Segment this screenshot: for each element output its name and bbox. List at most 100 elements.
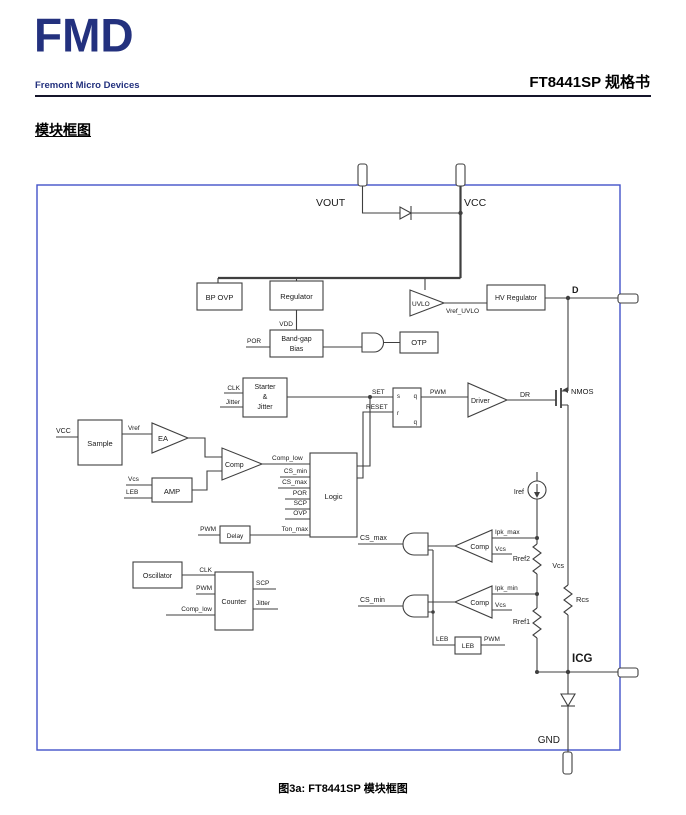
logic-label: Logic — [325, 492, 343, 501]
icg-label: ICG — [572, 653, 593, 665]
block-amp: AMP — [151, 477, 193, 503]
section-title: 模块框图 — [35, 122, 91, 138]
por-in-label: POR — [293, 490, 307, 497]
delay-label: Delay — [227, 533, 244, 540]
pwm-delay-label: PWM — [200, 526, 216, 533]
pin-vout — [357, 163, 368, 187]
block-counter: Counter — [214, 571, 254, 631]
comp-low-counter-label: Comp_low — [181, 606, 212, 613]
junction-dot — [431, 610, 435, 614]
junction-dot — [458, 210, 463, 216]
current-arrow-head — [534, 492, 540, 498]
junction-dot — [535, 670, 539, 674]
junction-dot — [535, 536, 539, 540]
current-source-iref: Iref — [514, 480, 547, 500]
ff-q-label: q — [414, 394, 417, 400]
pin-vcc — [455, 163, 466, 187]
junction-dot — [535, 592, 539, 596]
ff-r-label: r — [397, 411, 399, 417]
resistor-rcs — [563, 584, 573, 616]
rref2-label: Rref2 — [513, 556, 530, 563]
blocks: BP OVP Regulator Band-gap Bias OTP HV Re… — [77, 280, 546, 655]
diode-bottom — [560, 693, 576, 708]
block-bp-ovp: BP OVP — [196, 282, 243, 311]
vcs-comp-top-label: Vcs — [495, 546, 507, 553]
comp-low-label: Comp_low — [272, 455, 303, 462]
bp-ovp-label: BP OVP — [206, 293, 234, 302]
cs-min-gate-icon — [402, 594, 429, 618]
ipk-max-label: Ipk_max — [495, 529, 520, 536]
doc-title: FT8441SP 规格书 — [529, 74, 650, 91]
cs-max-out-label: CS_max — [360, 535, 387, 542]
junction-dot — [565, 669, 571, 675]
ipk-min-label: Ipk_min — [495, 585, 518, 592]
scp-in-label: SCP — [294, 500, 307, 507]
dr-label: DR — [520, 392, 530, 399]
block-bandgap-bias: Band-gap Bias — [269, 329, 324, 358]
vout-label: VOUT — [316, 197, 346, 209]
set-label: SET — [372, 389, 385, 396]
block-regulator: Regulator — [269, 280, 324, 311]
vdd-label: VDD — [279, 321, 293, 328]
block-sample: Sample — [77, 419, 123, 466]
ovp-in-label: OVP — [293, 510, 307, 517]
starter-label-1: Starter — [254, 384, 276, 391]
nmos-transistor — [555, 387, 568, 408]
vref-label: Vref — [128, 425, 140, 432]
uvlo-comparator: UVLO — [409, 289, 446, 317]
clk-starter-label: CLK — [227, 385, 240, 392]
vcs-comp-bot-label: Vcs — [495, 602, 507, 609]
nmos-arrow-icon — [562, 387, 568, 393]
pwm-ff-label: PWM — [430, 389, 446, 396]
leb-wire-label: LEB — [436, 636, 448, 643]
counter-label: Counter — [222, 599, 248, 606]
bandgap-label-2: Bias — [290, 346, 304, 353]
block-logic: Logic — [309, 452, 358, 538]
comp-bottom-comparator: Comp — [453, 585, 493, 619]
otp-label: OTP — [411, 338, 426, 347]
uvlo-label: UVLO — [412, 301, 430, 308]
nmos-label: NMOS — [571, 387, 594, 396]
reset-label: RESET — [366, 404, 388, 411]
hv-regulator-label: HV Regulator — [495, 295, 538, 302]
vcc-top-label: VCC — [464, 197, 487, 209]
vcs-main-label: Vcs — [552, 563, 564, 570]
jitter-out-label: Jitter — [256, 600, 271, 607]
ff-qb-label: q — [414, 420, 417, 426]
gnd-label: GND — [538, 735, 560, 746]
junction-dot — [368, 395, 372, 399]
pin-d — [617, 293, 639, 304]
cs-max-in-label: CS_max — [282, 479, 308, 486]
pin-icg — [617, 667, 639, 678]
vcc-left-label: VCC — [56, 428, 71, 435]
driver-buffer: Driver — [467, 382, 509, 418]
block-otp: OTP — [399, 331, 439, 354]
iref-label: Iref — [514, 489, 524, 496]
driver-label: Driver — [471, 398, 490, 405]
comp-top-label: Comp — [470, 544, 489, 551]
cs-max-gate-icon — [402, 532, 429, 556]
resistor-rref1 — [532, 607, 542, 639]
comp-left-comparator: Comp — [221, 447, 264, 481]
block-hv-regulator: HV Regulator — [486, 284, 546, 311]
pwm-counter-label: PWM — [196, 585, 212, 592]
regulator-label: Regulator — [280, 292, 313, 301]
comp-left-label: Comp — [225, 462, 244, 469]
block-starter-jitter: Starter & Jitter — [242, 377, 288, 418]
vref-uvlo-label: Vref_UVLO — [446, 308, 479, 315]
cs-min-in-label: CS_min — [284, 468, 308, 475]
leb-block-label: LEB — [462, 643, 474, 650]
oscillator-label: Oscillator — [143, 573, 173, 580]
triangles: UVLO EA Comp Driver Comp Comp — [151, 289, 509, 619]
clk-counter-label: CLK — [199, 567, 212, 574]
starter-label-3: Jitter — [257, 404, 273, 411]
package-pins — [357, 163, 639, 775]
por-gate-icon — [361, 332, 385, 353]
cs-min-out-label: CS_min — [360, 597, 385, 604]
diagram-border — [36, 184, 621, 751]
bandgap-label-1: Band-gap — [281, 336, 311, 343]
amp-label: AMP — [164, 487, 180, 496]
por-top-label: POR — [247, 338, 261, 345]
